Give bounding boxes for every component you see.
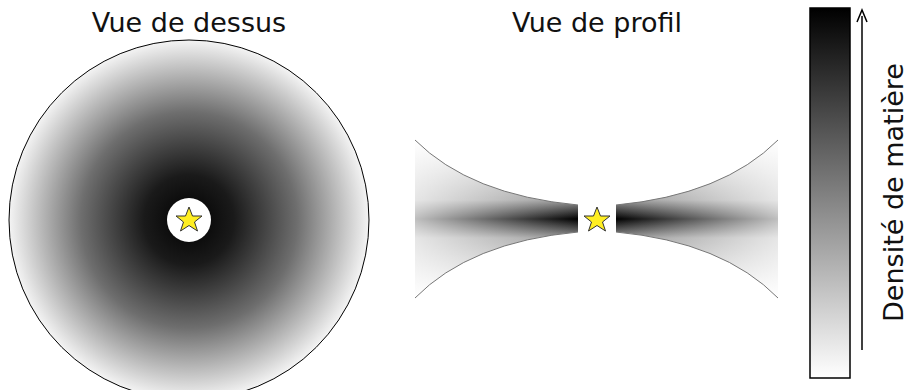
axis-label: Densité de matière: [880, 63, 907, 322]
view-title: Vue de profil: [512, 9, 682, 36]
view-title: Vue de dessus: [92, 9, 286, 36]
